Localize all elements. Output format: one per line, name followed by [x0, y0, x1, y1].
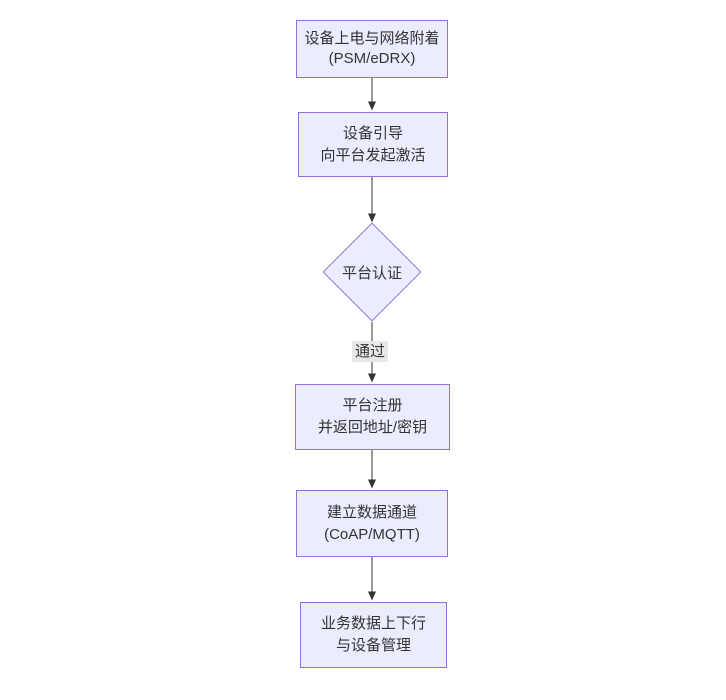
node-label-line: 业务数据上下行 — [320, 615, 426, 632]
node-bootstrap: 设备引导 向平台发起激活 — [298, 112, 448, 177]
node-power-on: 设备上电与网络附着 (PSM/eDRX) — [296, 20, 448, 78]
node-label-line: 设备引导 — [342, 124, 403, 142]
edge-label-pass: 通过 — [352, 341, 389, 362]
node-register: 平台注册 并返回地址/密钥 — [295, 384, 450, 450]
node-data-channel: 建立数据通道 (CoAP/MQTT) — [296, 490, 448, 557]
node-label-line: 平台注册 — [342, 397, 403, 414]
node-label-line: 并返回地址/密钥 — [317, 419, 428, 436]
node-label-line: 与设备管理 — [335, 637, 411, 654]
node-label-line: (CoAP/MQTT) — [324, 525, 420, 543]
node-label-line: 平台认证 — [341, 264, 402, 282]
node-label-line: 建立数据通道 — [326, 503, 417, 521]
node-business-data: 业务数据上下行 与设备管理 — [300, 602, 447, 668]
node-label-line: 设备上电与网络附着 — [304, 30, 440, 47]
node-platform-auth: 平台认证 — [322, 222, 422, 322]
node-label-line: 向平台发起激活 — [320, 146, 426, 164]
node-label-line: (PSM/eDRX) — [328, 50, 416, 67]
